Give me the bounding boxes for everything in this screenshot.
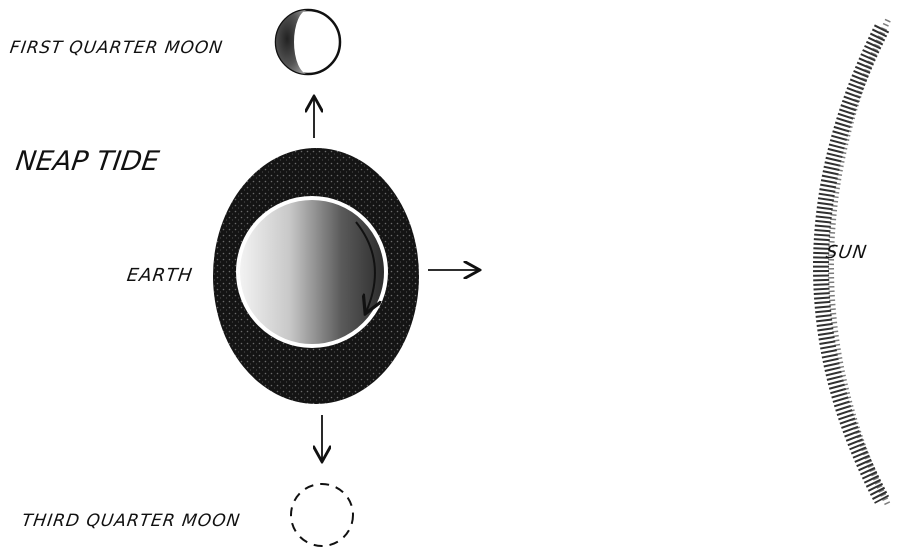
earth-globe <box>238 198 386 346</box>
sun-label: SUN <box>825 242 869 263</box>
third-quarter-moon <box>291 484 353 546</box>
first-quarter-moon <box>276 10 340 74</box>
neap-tide-title: NEAP TIDE <box>14 146 161 177</box>
first-quarter-moon-label: FIRST QUARTER MOON <box>9 38 225 58</box>
earth-label: EARTH <box>126 265 195 286</box>
earth-with-tidal-bulge <box>213 148 419 404</box>
third-quarter-moon-label: THIRD QUARTER MOON <box>21 511 242 531</box>
